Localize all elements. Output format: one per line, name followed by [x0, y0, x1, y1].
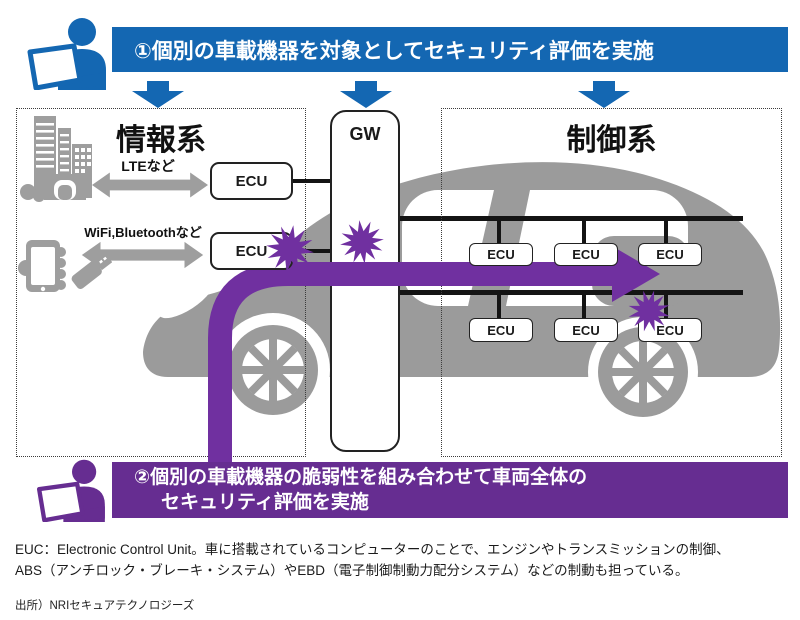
ecu-box-info-1: ECU [210, 162, 293, 200]
ecu-label: ECU [572, 322, 600, 338]
ecu-label: ECU [235, 172, 268, 190]
ecu-box-control-1: ECU [469, 243, 533, 266]
ecu-label: ECU [487, 322, 515, 338]
step-1-label: ①個別の車載機器を対象としてセキュリティ評価を実施 [134, 39, 654, 63]
ecu-box-control-3: ECU [638, 243, 702, 266]
lte-double-arrow [92, 172, 208, 198]
step1-down-arrow-center [340, 81, 392, 108]
ecu-label: ECU [656, 247, 684, 262]
control-domain-title: 制御系 [566, 124, 657, 157]
step1-down-arrow-left [132, 81, 184, 108]
ecu-label: ECU [487, 247, 515, 262]
smartphone-usb-icon [18, 240, 112, 292]
step-2-label-line1: ②個別の車載機器の脆弱性を組み合わせて車両全体の [134, 467, 588, 488]
ecu-box-control-2: ECU [554, 243, 618, 266]
gateway-box: GW [330, 110, 400, 452]
rear-wheel [598, 327, 688, 417]
lte-link-label: LTEなど [121, 158, 175, 174]
process-step-2-banner: ②個別の車載機器の脆弱性を組み合わせて車両全体の セキュリティ評価を実施 [112, 462, 788, 518]
bus-stub-top-3 [664, 219, 668, 243]
ecu-label: ECU [656, 322, 684, 338]
can-bus-top [399, 216, 743, 221]
bus-line-ecu1-gw [290, 179, 332, 183]
footnote-line2: ABS（アンチロック・ブレーキ・システム）やEBD（電子制御制動力配分システム）… [15, 563, 689, 578]
footnote-line1: EUC：Electronic Control Unit。車に搭載されているコンピ… [15, 542, 730, 557]
step-2-label-line2: セキュリティ評価を実施 [161, 492, 369, 513]
city-buildings-icon [20, 116, 92, 202]
bus-stub-top-2 [582, 219, 586, 243]
info-domain-title: 情報系 [116, 124, 206, 157]
gateway-label: GW [349, 124, 381, 144]
ecu-box-control-4: ECU [469, 318, 533, 342]
footnote-text: EUC：Electronic Control Unit。車に搭載されているコンピ… [15, 539, 793, 581]
ecu-label: ECU [572, 247, 600, 262]
source-text: 出所）NRIセキュアテクノロジーズ [15, 600, 195, 612]
analyst-with-monitor-icon-2 [36, 459, 105, 522]
ecu-label: ECU [235, 242, 268, 260]
ecu-box-control-6: ECU [638, 318, 702, 342]
wifi-bluetooth-link-label: WiFi,Bluetoothなど [84, 225, 202, 240]
control-domain-box: 制御系 [441, 108, 782, 457]
ecu-box-control-5: ECU [554, 318, 618, 342]
wifi-double-arrow [81, 241, 204, 269]
bus-stub-top-1 [497, 219, 501, 243]
process-step-1-banner: ①個別の車載機器を対象としてセキュリティ評価を実施 [112, 27, 788, 72]
bus-line-ecu2-gw [290, 249, 332, 253]
ecu-box-info-2: ECU [210, 232, 293, 270]
step1-down-arrow-right [578, 81, 630, 108]
analyst-with-monitor-icon [27, 18, 106, 90]
